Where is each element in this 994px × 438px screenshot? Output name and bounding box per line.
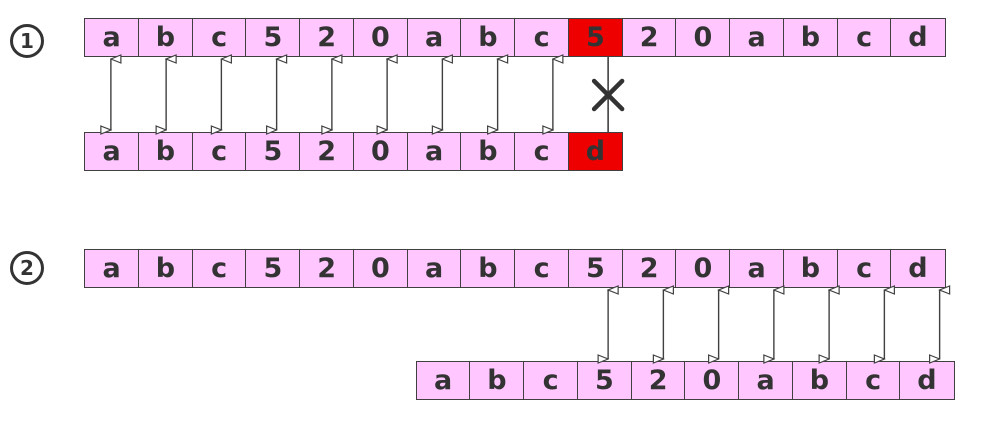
step1-text-cell-6: a [406,18,462,57]
step1-pattern-cell-0: a [84,132,140,171]
step1-text-cell-3: 5 [245,18,301,57]
step1-text-cell-5: 0 [352,18,408,57]
step-1-badge: 1 [10,24,44,58]
step2-pattern-cell-1: b [469,361,525,400]
step2-pattern-cell-4: 2 [630,361,686,400]
step-2-badge: 2 [10,251,44,285]
step2-pattern-cell-3: 5 [576,361,632,400]
step1-pattern-cell-9: d [567,132,623,171]
step2-text-cell-6: a [406,249,462,288]
step1-text-cell-11: 0 [675,18,731,57]
step-1-label: 1 [20,29,34,53]
step1-text-cell-8: c [514,18,570,57]
step2-text-cell-10: 2 [621,249,677,288]
step2-text-cell-7: b [460,249,516,288]
step1-text-cell-4: 2 [299,18,355,57]
step1-text-cell-12: a [729,18,785,57]
step2-text-cell-15: d [890,249,946,288]
step1-text-cell-1: b [137,18,193,57]
step2-text-cell-14: c [836,249,892,288]
step2-text-cell-4: 2 [299,249,355,288]
step1-pattern-cell-8: c [514,132,570,171]
step1-text-cell-9: 5 [567,18,623,57]
step1-pattern-cell-6: a [406,132,462,171]
step2-pattern-cell-8: c [845,361,901,400]
step-2-label: 2 [20,256,34,280]
step2-pattern-cell-6: a [738,361,794,400]
step2-pattern-cell-7: b [791,361,847,400]
step2-pattern-cell-5: 0 [684,361,740,400]
step2-text-cell-5: 0 [352,249,408,288]
step2-text-cell-11: 0 [675,249,731,288]
x-cross-icon [591,78,625,112]
step2-text-cell-9: 5 [567,249,623,288]
step2-text-cell-3: 5 [245,249,301,288]
step1-text-cell-10: 2 [621,18,677,57]
step2-pattern-cell-9: d [899,361,955,400]
step2-text-cell-0: a [84,249,140,288]
step2-text-cell-12: a [729,249,785,288]
step1-text-cell-15: d [890,18,946,57]
step1-pattern-cell-2: c [191,132,247,171]
step1-text-cell-7: b [460,18,516,57]
step2-text-cell-13: b [782,249,838,288]
step2-text-cell-1: b [137,249,193,288]
step2-pattern-cell-0: a [415,361,471,400]
step1-pattern-cell-5: 0 [352,132,408,171]
step1-pattern-cell-1: b [137,132,193,171]
